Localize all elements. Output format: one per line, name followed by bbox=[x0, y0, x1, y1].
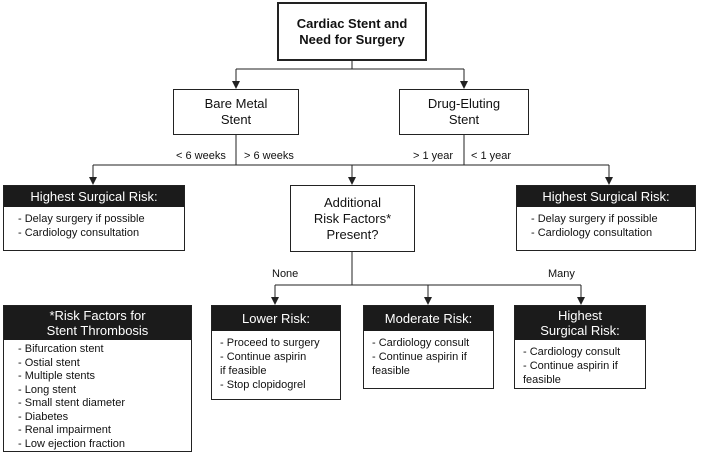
root-node: Cardiac Stent and Need for Surgery bbox=[277, 2, 427, 61]
list-item: Ostial stent bbox=[18, 357, 183, 371]
risk-factors-list: Bifurcation stent Ostial stent Multiple … bbox=[4, 340, 191, 455]
risk-factors-header: *Risk Factors for Stent Thrombosis bbox=[4, 306, 191, 340]
additional-line1: Additional bbox=[323, 194, 382, 210]
connector-additional bbox=[275, 252, 581, 286]
root-line1: Cardiac Stent and bbox=[296, 15, 408, 31]
risk-factors-box: *Risk Factors for Stent Thrombosis Bifur… bbox=[3, 305, 192, 452]
list-item-continuation-text: feasible bbox=[523, 374, 561, 386]
highest-bottom-box: Highest Surgical Risk: Cardiology consul… bbox=[514, 305, 646, 389]
list-item: Continue aspirin if bbox=[372, 350, 485, 364]
list-item: Low ejection fraction bbox=[18, 438, 183, 452]
list-item: Cardiology consult bbox=[372, 336, 485, 350]
list-item: Continue aspirin if bbox=[523, 359, 637, 373]
list-item-continuation-text: if feasible bbox=[220, 365, 267, 377]
list-item-continuation: feasible bbox=[372, 364, 485, 378]
bare-metal-line2: Stent bbox=[220, 112, 252, 127]
additional-risk-node: Additional Risk Factors* Present? bbox=[290, 185, 415, 252]
connector-root bbox=[236, 61, 464, 70]
highest-bottom-list: Cardiology consult Continue aspirin if f… bbox=[515, 340, 645, 391]
list-item: Cardiology consult bbox=[523, 345, 637, 359]
moderate-risk-header: Moderate Risk: bbox=[364, 306, 493, 331]
additional-line3: Present? bbox=[326, 226, 379, 242]
connector-bare-metal bbox=[93, 135, 352, 166]
bare-metal-node: Bare Metal Stent bbox=[173, 89, 299, 135]
list-item: Stop clopidogrel bbox=[220, 378, 332, 392]
list-item-continuation: feasible bbox=[523, 373, 637, 387]
edge-label-many: Many bbox=[548, 268, 575, 280]
list-item: Continue aspirin bbox=[220, 350, 332, 364]
drug-eluting-line1: Drug-Eluting bbox=[427, 96, 501, 111]
list-item: Renal impairment bbox=[18, 424, 183, 438]
drug-eluting-node: Drug-Eluting Stent bbox=[399, 89, 529, 135]
list-item-continuation: if feasible bbox=[220, 364, 332, 378]
list-item: Proceed to surgery bbox=[220, 336, 332, 350]
list-item: Delay surgery if possible bbox=[531, 212, 687, 226]
left-highest-risk-header: Highest Surgical Risk: bbox=[4, 186, 184, 207]
edge-label-gt6w: > 6 weeks bbox=[244, 150, 294, 162]
list-item: Cardiology consultation bbox=[531, 226, 687, 240]
highest-bottom-header: Highest Surgical Risk: bbox=[515, 306, 645, 340]
lower-risk-list: Proceed to surgery Continue aspirin if f… bbox=[212, 331, 340, 396]
lower-risk-header: Lower Risk: bbox=[212, 306, 340, 331]
right-highest-risk-list: Delay surgery if possible Cardiology con… bbox=[517, 207, 695, 244]
moderate-risk-box: Moderate Risk: Cardiology consult Contin… bbox=[363, 305, 494, 389]
root-line2: Need for Surgery bbox=[299, 31, 405, 47]
additional-line2: Risk Factors* bbox=[313, 210, 392, 226]
right-highest-risk-box: Highest Surgical Risk: Delay surgery if … bbox=[516, 185, 696, 251]
bare-metal-line1: Bare Metal bbox=[204, 96, 268, 111]
edge-label-lt6w: < 6 weeks bbox=[176, 150, 226, 162]
edge-label-gt1y: > 1 year bbox=[413, 150, 454, 162]
moderate-risk-list: Cardiology consult Continue aspirin if f… bbox=[364, 331, 493, 382]
risk-factors-header-line1: *Risk Factors for bbox=[49, 308, 146, 323]
list-item: Diabetes bbox=[18, 411, 183, 425]
list-item-continuation-text: feasible bbox=[372, 365, 410, 377]
highest-bottom-header-line1: Highest bbox=[557, 308, 603, 323]
list-item: Delay surgery if possible bbox=[18, 212, 176, 226]
drug-eluting-line2: Stent bbox=[448, 112, 480, 127]
edge-label-lt1y: < 1 year bbox=[471, 150, 512, 162]
connector-drug-eluting bbox=[352, 135, 609, 166]
highest-bottom-header-line2: Surgical Risk: bbox=[540, 323, 620, 338]
left-highest-risk-list: Delay surgery if possible Cardiology con… bbox=[4, 207, 184, 244]
list-item: Cardiology consultation bbox=[18, 226, 176, 240]
list-item: Small stent diameter bbox=[18, 397, 183, 411]
left-highest-risk-box: Highest Surgical Risk: Delay surgery if … bbox=[3, 185, 185, 251]
list-item: Long stent bbox=[18, 384, 183, 398]
list-item: Multiple stents bbox=[18, 370, 183, 384]
edge-label-none: None bbox=[272, 268, 299, 280]
lower-risk-box: Lower Risk: Proceed to surgery Continue … bbox=[211, 305, 341, 400]
risk-factors-header-line2: Stent Thrombosis bbox=[46, 323, 149, 338]
list-item: Bifurcation stent bbox=[18, 343, 183, 357]
right-highest-risk-header: Highest Surgical Risk: bbox=[517, 186, 695, 207]
